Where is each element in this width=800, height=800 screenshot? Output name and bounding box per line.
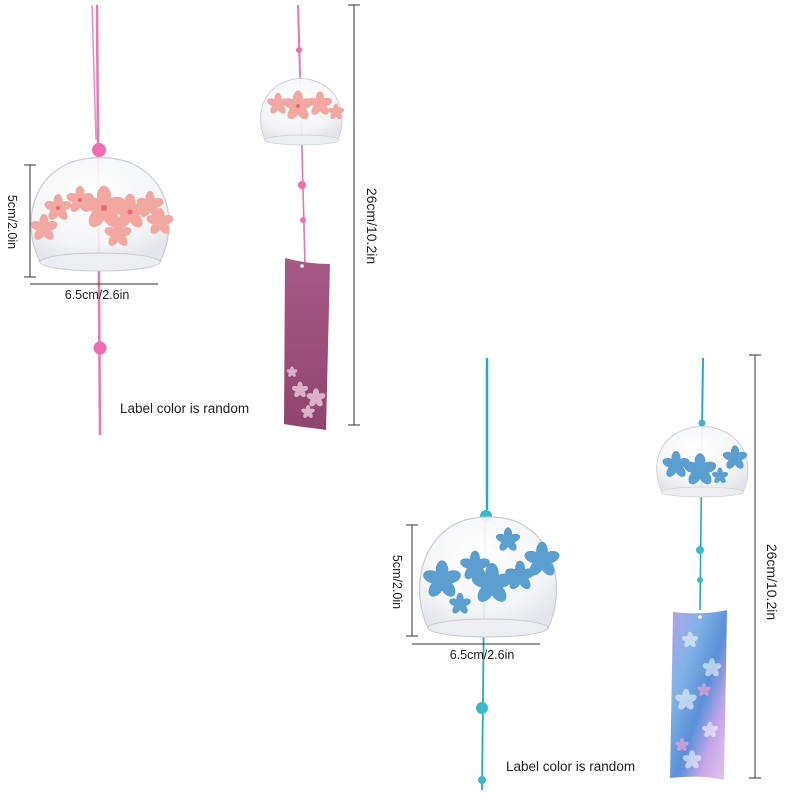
blue-bead-bottom (476, 702, 488, 714)
pink-dimensions: 5cm/2.0in 6.5cm/2.6in (5, 164, 158, 302)
blue-wind-chime-small (656, 357, 749, 780)
pink-bead-bottom (93, 341, 107, 355)
blue-label-note: Label color is random (506, 759, 635, 774)
pink-string-strand (91, 4, 97, 141)
pink-wind-chime-small (260, 4, 345, 430)
pink-width-label: 6.5cm/2.6in (65, 288, 130, 302)
pink-wind-chime-large (29, 4, 175, 436)
blue-dimensions: 5cm/2.0in 6.5cm/2.6in (390, 524, 540, 662)
pink-paper-tag (284, 258, 330, 430)
blue-length-label: 26cm/10.2in (764, 544, 780, 620)
pink-bead-top (92, 143, 106, 157)
pink-sakura-centers (56, 198, 133, 215)
blue-bell-rim (427, 618, 549, 638)
blue-height-label: 5cm/2.0in (390, 555, 404, 609)
pink-bell-rim (39, 252, 161, 272)
blue-width-label: 6.5cm/2.6in (450, 648, 515, 662)
blue-wind-chime-large (418, 358, 562, 791)
blue-paper-tag (670, 610, 727, 780)
pink-label-note: Label color is random (120, 401, 249, 416)
pink-length-label: 26cm/10.2in (364, 188, 380, 264)
blue-length-dimension: 26cm/10.2in (749, 354, 780, 779)
pink-height-label: 5cm/2.0in (5, 195, 19, 249)
pink-length-dimension: 26cm/10.2in (348, 4, 380, 426)
